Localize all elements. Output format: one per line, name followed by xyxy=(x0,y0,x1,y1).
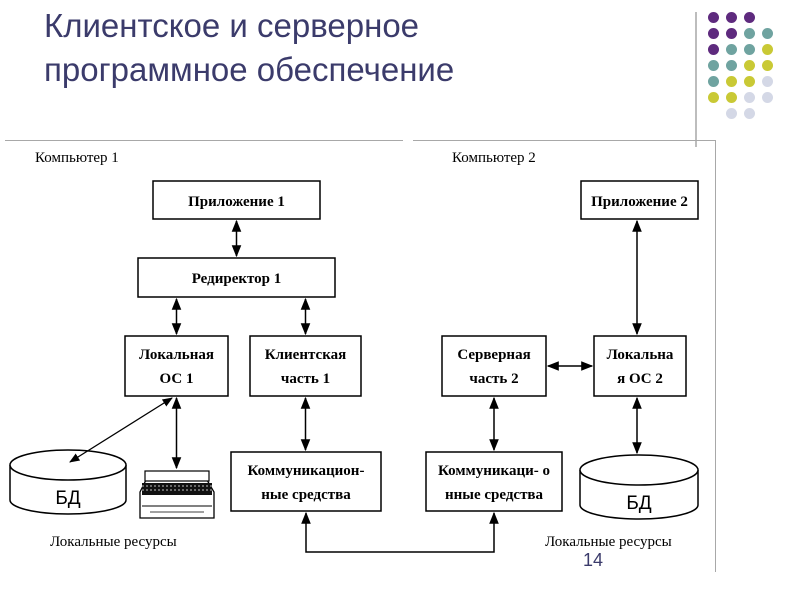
client-part-label-line2: часть 1 xyxy=(281,371,330,387)
dot-light xyxy=(726,108,737,119)
local-os2-label-line1: Локальна xyxy=(607,347,674,363)
computer2-label: Компьютер 2 xyxy=(452,150,536,166)
communication1-label-line1: Коммуникацион- xyxy=(248,463,365,479)
dot-olive xyxy=(762,44,773,55)
application1-label: Приложение 1 xyxy=(188,194,285,210)
dot-olive xyxy=(762,60,773,71)
dot-light xyxy=(762,92,773,103)
dot-purple xyxy=(708,12,719,23)
local-os1-label-line1: Локальная xyxy=(139,347,214,363)
dot-purple xyxy=(744,12,755,23)
application1-box: Приложение 1 xyxy=(152,180,321,220)
connector-communication1-communication2 xyxy=(301,511,499,553)
frame-top-line-right xyxy=(413,140,716,141)
database2-label: БД xyxy=(626,493,651,514)
dot-purple xyxy=(708,44,719,55)
dot-light xyxy=(762,76,773,87)
dot-light xyxy=(744,92,755,103)
server-part-label-line2: часть 2 xyxy=(469,371,518,387)
dot-teal xyxy=(744,44,755,55)
page-number: 14 xyxy=(583,550,604,570)
application2-label: Приложение 2 xyxy=(591,194,688,210)
application2-box: Приложение 2 xyxy=(580,180,699,220)
communication2-label-line2: нные средства xyxy=(445,487,544,503)
dot-teal xyxy=(708,60,719,71)
database1-label: БД xyxy=(55,488,80,509)
dot-olive xyxy=(744,76,755,87)
redirector1-box: Редиректор 1 xyxy=(137,257,336,298)
communication1-box: Коммуникацион- ные средства xyxy=(230,451,382,512)
dot-olive xyxy=(708,92,719,103)
slide-title: Клиентское и серверное программное обесп… xyxy=(44,4,454,92)
computer1-label: Компьютер 1 xyxy=(35,150,119,166)
frame-right-line xyxy=(715,140,716,572)
local-resources1-label: Локальные ресурсы xyxy=(50,534,177,550)
decorative-dot-grid xyxy=(708,12,773,124)
dot-teal xyxy=(744,28,755,39)
local-os2-label-line2: я ОС 2 xyxy=(617,371,663,387)
dot-teal xyxy=(708,76,719,87)
dot-olive xyxy=(744,60,755,71)
communication2-box: Коммуникаци- о нные средства xyxy=(425,451,563,512)
dot-light xyxy=(744,108,755,119)
client-part-box: Клиентская часть 1 xyxy=(249,335,362,397)
server-part-label-line1: Серверная xyxy=(457,347,530,363)
client-part-label-line1: Клиентская xyxy=(265,347,346,363)
dot-teal xyxy=(762,28,773,39)
dot-purple xyxy=(726,12,737,23)
dot-olive xyxy=(726,92,737,103)
database1-cylinder: БД xyxy=(9,449,127,515)
decorative-vertical-line xyxy=(695,12,697,147)
local-os2-box: Локальна я ОС 2 xyxy=(593,335,687,397)
database2-cylinder: БД xyxy=(579,454,699,520)
local-os1-box: Локальная ОС 1 xyxy=(124,335,229,397)
arrow-localos1-database1 xyxy=(69,397,173,463)
dot-teal xyxy=(726,44,737,55)
dot-olive xyxy=(726,76,737,87)
local-resources2-label: Локальные ресурсы xyxy=(545,534,672,550)
dot-purple xyxy=(726,28,737,39)
communication2-label-line1: Коммуникаци- о xyxy=(438,463,550,479)
printer-icon xyxy=(139,470,215,519)
local-os1-label-line2: ОС 1 xyxy=(160,371,194,387)
server-part-box: Серверная часть 2 xyxy=(441,335,547,397)
redirector1-label: Редиректор 1 xyxy=(192,271,282,287)
slide-title-line2: программное обеспечение xyxy=(44,51,455,88)
communication1-label-line2: ные средства xyxy=(261,487,351,503)
dot-purple xyxy=(708,28,719,39)
slide-title-line1: Клиентское и серверное xyxy=(44,7,420,44)
frame-top-line-left xyxy=(5,140,403,141)
dot-teal xyxy=(726,60,737,71)
